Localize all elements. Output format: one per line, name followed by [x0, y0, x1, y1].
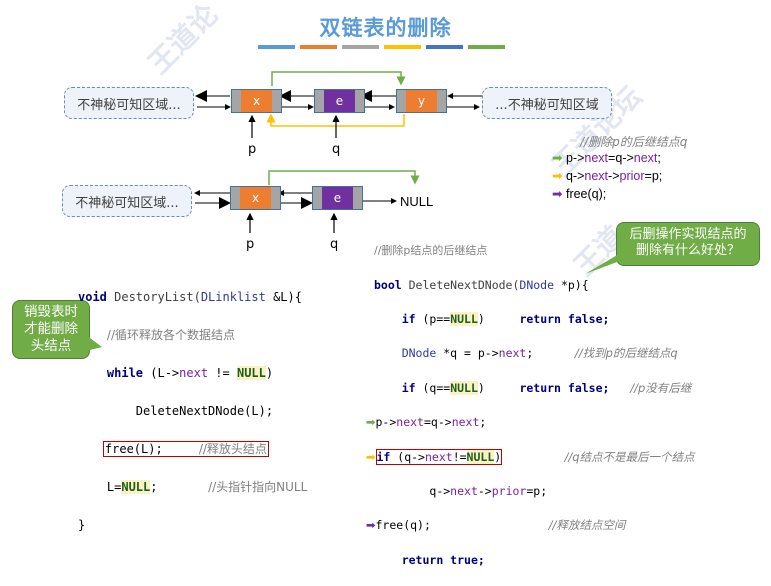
code-line: return true; — [401, 552, 485, 567]
highlight-box: free(L); //释放头结点 — [102, 441, 269, 457]
code-line: L=NULL; //头指针指向NULL — [106, 480, 308, 494]
next-field — [437, 90, 446, 112]
op-line-2: ➡ q->next->prior=p; — [552, 169, 663, 183]
next-field — [272, 90, 281, 112]
prior-field — [313, 187, 322, 209]
prior-field — [232, 90, 241, 112]
next-field — [271, 187, 280, 209]
color-bar — [258, 45, 295, 49]
green-arrow-icon: ➡ — [552, 151, 563, 165]
callout-tail — [86, 335, 102, 351]
node-data: e — [322, 187, 353, 209]
code-line: //循环释放各个数据结点 — [106, 328, 235, 342]
highlight-box: if (q->next!=NULL) — [375, 448, 503, 465]
list-node-x: x — [231, 89, 282, 113]
code-line: ➡if (q->next!=NULL) //q结点不是最后一个结点 — [365, 448, 695, 465]
green-next-link — [268, 170, 420, 185]
color-bar — [426, 45, 463, 49]
prior-field — [397, 90, 406, 112]
node-data: y — [406, 90, 437, 112]
code-line: ➡free(q); //释放结点空间 — [365, 518, 626, 533]
destroy-code-block: void DestoryList(DLinklist &L){ //循环释放各个… — [78, 269, 307, 554]
delete-code-block: //删除p结点的后继结点 bool DeleteNextDNode(DNode … — [365, 225, 695, 586]
diagram-connectors — [194, 71, 482, 233]
op-line-3: ➡ free(q); — [552, 187, 607, 201]
code-line: while (L->next != NULL) — [106, 366, 274, 380]
callout-bubble-left: 销毁表时 才能删除 头结点 — [12, 300, 90, 359]
title-underline — [258, 45, 505, 49]
color-bar — [342, 45, 379, 49]
code-line: ➡p->next=q->next; — [365, 415, 487, 430]
pointer-label-q: q — [332, 142, 341, 157]
code-line: free(L); //释放头结点 — [78, 440, 307, 459]
ops-comment: //删除p的后继结点q — [580, 135, 688, 149]
yellow-arrow-icon: ➡ — [552, 169, 563, 183]
green-next-link — [271, 71, 406, 86]
callout-tail — [585, 254, 633, 274]
code-line: DNode *q = p->next; //找到p的后继结点q — [401, 346, 678, 361]
list-node-e: e — [314, 89, 365, 113]
list-node-e-2: e — [312, 186, 363, 210]
color-bar — [384, 45, 421, 49]
code-line: if (q==NULL) return false; //p没有后继 — [401, 380, 692, 395]
purple-arrow-icon: ➡ — [552, 187, 563, 201]
prior-field — [231, 187, 240, 209]
yellow-arrow-icon: ➡ — [365, 449, 376, 464]
node-data: e — [324, 90, 355, 112]
pointer-label-p-2: p — [246, 237, 255, 252]
prior-field — [315, 90, 324, 112]
pointer-label-q-2: q — [330, 237, 339, 252]
code-line: void DestoryList(DLinklist &L){ — [78, 290, 302, 304]
unknown-region-right: ...不神秘可知区域 — [482, 87, 612, 119]
code-line: DeleteNextDNode(L); — [135, 404, 274, 418]
unknown-region-left-2: 不神秘可知区域... — [62, 185, 192, 217]
node-data: x — [240, 187, 271, 209]
code-line: } — [78, 518, 86, 532]
op-line-1: ➡ p->next=q->next; — [552, 151, 661, 165]
color-bar — [468, 45, 505, 49]
pointer-label-p: p — [248, 142, 257, 157]
list-node-x-2: x — [230, 186, 281, 210]
list-node-y: y — [396, 89, 447, 113]
node-data: x — [241, 90, 272, 112]
code-line: if (p==NULL) return false; — [401, 312, 610, 327]
purple-arrow-icon: ➡ — [365, 518, 376, 533]
code-line: bool DeleteNextDNode(DNode *p){ — [374, 277, 589, 292]
yellow-prior-link — [266, 113, 405, 127]
next-field — [353, 187, 362, 209]
code-comment: //删除p结点的后继结点 — [374, 244, 488, 258]
next-field — [355, 90, 364, 112]
callout-bubble-right: 后删操作实现结点的 删除有什么好处？ — [616, 222, 760, 266]
unknown-region-left: 不神秘可知区域... — [64, 87, 194, 119]
null-label: NULL — [400, 194, 434, 209]
code-line: q->next->prior=p; — [429, 484, 548, 499]
green-arrow-icon: ➡ — [365, 415, 376, 430]
page-title: 双链表的删除 — [319, 17, 452, 40]
color-bar — [300, 45, 337, 49]
